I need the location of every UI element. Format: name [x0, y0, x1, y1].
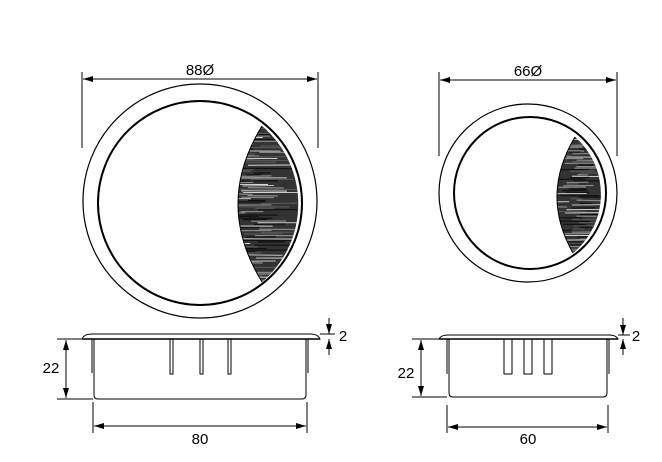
large-width-label: 80 [192, 431, 209, 448]
slot [503, 338, 513, 375]
large-grommet-top-view [81, 72, 319, 319]
outer-rim [82, 83, 318, 319]
inner-opening [453, 116, 607, 270]
slot [227, 338, 232, 375]
flange [81, 333, 321, 340]
large-diameter-label: 88Ø [186, 62, 215, 79]
large-grommet-side-view [57, 318, 335, 433]
flange [438, 334, 619, 340]
slot [169, 338, 174, 375]
large-height-label: 22 [43, 360, 60, 377]
slot [199, 338, 204, 375]
small-flange-label: 2 [632, 328, 640, 345]
brush-insert [556, 137, 601, 253]
slot [543, 338, 553, 375]
small-height-label: 22 [398, 365, 415, 382]
slot [523, 338, 533, 375]
small-width-label: 60 [520, 431, 537, 448]
large-flange-label: 2 [339, 328, 347, 345]
small-grommet-side-view [412, 318, 630, 433]
small-diameter-label: 66Ø [514, 63, 543, 80]
outer-rim [438, 103, 618, 283]
small-grommet-top-view [438, 72, 618, 283]
inner-opening [97, 100, 303, 306]
